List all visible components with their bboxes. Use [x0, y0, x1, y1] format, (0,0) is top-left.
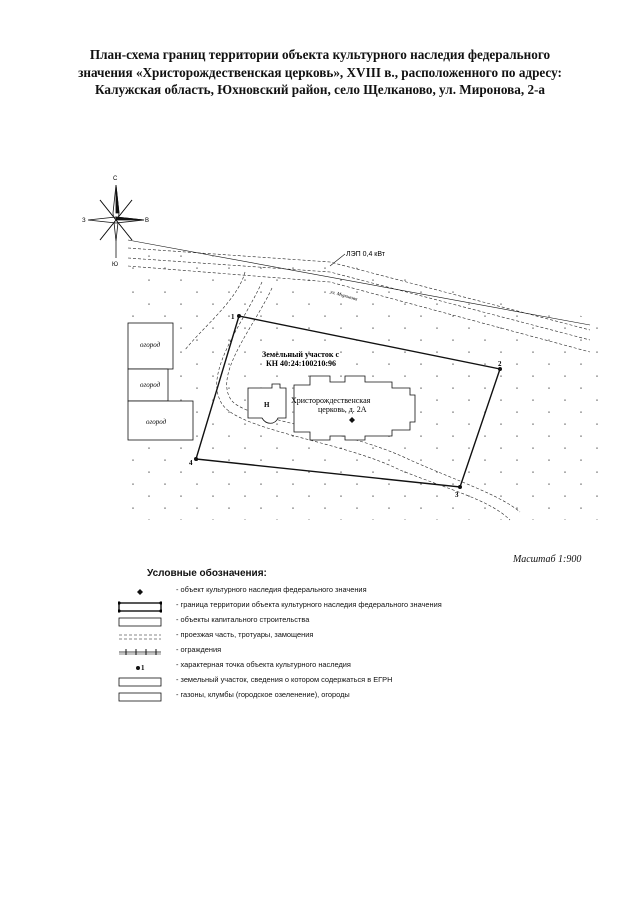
legend-item: - проезжая часть, тротуары, замощения — [118, 629, 538, 644]
legend-item: - газоны, клумбы (городское озеленение),… — [118, 689, 538, 704]
church-building — [293, 375, 416, 441]
compass-east-label: В — [145, 218, 149, 224]
point-label-2: 2 — [498, 360, 502, 368]
building-n — [247, 383, 287, 424]
parcel-box-icon — [118, 677, 162, 687]
compass-rose — [87, 184, 145, 258]
legend-item: - объекты капитального строительства — [118, 614, 538, 629]
power-line — [127, 239, 591, 326]
title-line-2: значения «Христорождественская церковь»,… — [78, 64, 562, 80]
ogorod-label-3: огород — [146, 418, 167, 426]
legend-title: Условные обозначения: — [147, 568, 267, 579]
building-box-icon — [118, 617, 162, 627]
ogorod-label-2: огород — [140, 381, 161, 389]
building-n-label: Н — [264, 401, 270, 409]
map-scale: Масштаб 1:900 — [513, 554, 582, 565]
legend: - объект культурного наследия федерально… — [118, 584, 538, 704]
compass-west-label: З — [82, 218, 86, 224]
parcel-label-1: Земельный участок с — [262, 350, 339, 359]
point-marker-icon: 1 — [136, 664, 145, 672]
church-label-2: церковь, д. 2А — [318, 405, 367, 414]
title-line-1: План-схема границ территории объекта кул… — [89, 47, 551, 62]
legend-item: - ограждения — [118, 644, 538, 659]
boundary-line-icon — [118, 601, 162, 613]
diamond-marker-icon — [137, 589, 143, 595]
title-line-3: Калужская область, Юхновский район, село… — [94, 82, 546, 97]
ogorod-plots — [127, 322, 194, 441]
svg-text:1: 1 — [141, 664, 145, 672]
church-label-1: Христорождественская — [291, 396, 371, 405]
parcel-label-2: КН 40:24:100210:96 — [266, 359, 336, 368]
heritage-marker-icon — [349, 417, 355, 423]
point-label-4: 4 — [189, 459, 193, 467]
road-dashed-icon — [119, 634, 161, 640]
plan-title: План-схема границ территории объекта кул… — [30, 46, 610, 99]
point-label-3: 3 — [455, 491, 459, 499]
compass-north-label: С — [113, 176, 118, 182]
ogorod-label-1: огород — [140, 341, 161, 349]
legend-item: - объект культурного наследия федерально… — [118, 584, 538, 599]
legend-item: - земельный участок, сведения о котором … — [118, 674, 538, 689]
power-line-label: ЛЭП 0,4 кВт — [346, 251, 386, 258]
fence-line-icon — [119, 649, 161, 655]
lawn-box-icon — [118, 692, 162, 702]
legend-item: 1 - характерная точка объекта культурног… — [118, 659, 538, 674]
boundary-points — [194, 314, 502, 489]
compass-south-label: Ю — [112, 262, 118, 268]
legend-item: - граница территории объекта культурного… — [118, 599, 538, 614]
point-label-1: 1 — [231, 313, 235, 321]
